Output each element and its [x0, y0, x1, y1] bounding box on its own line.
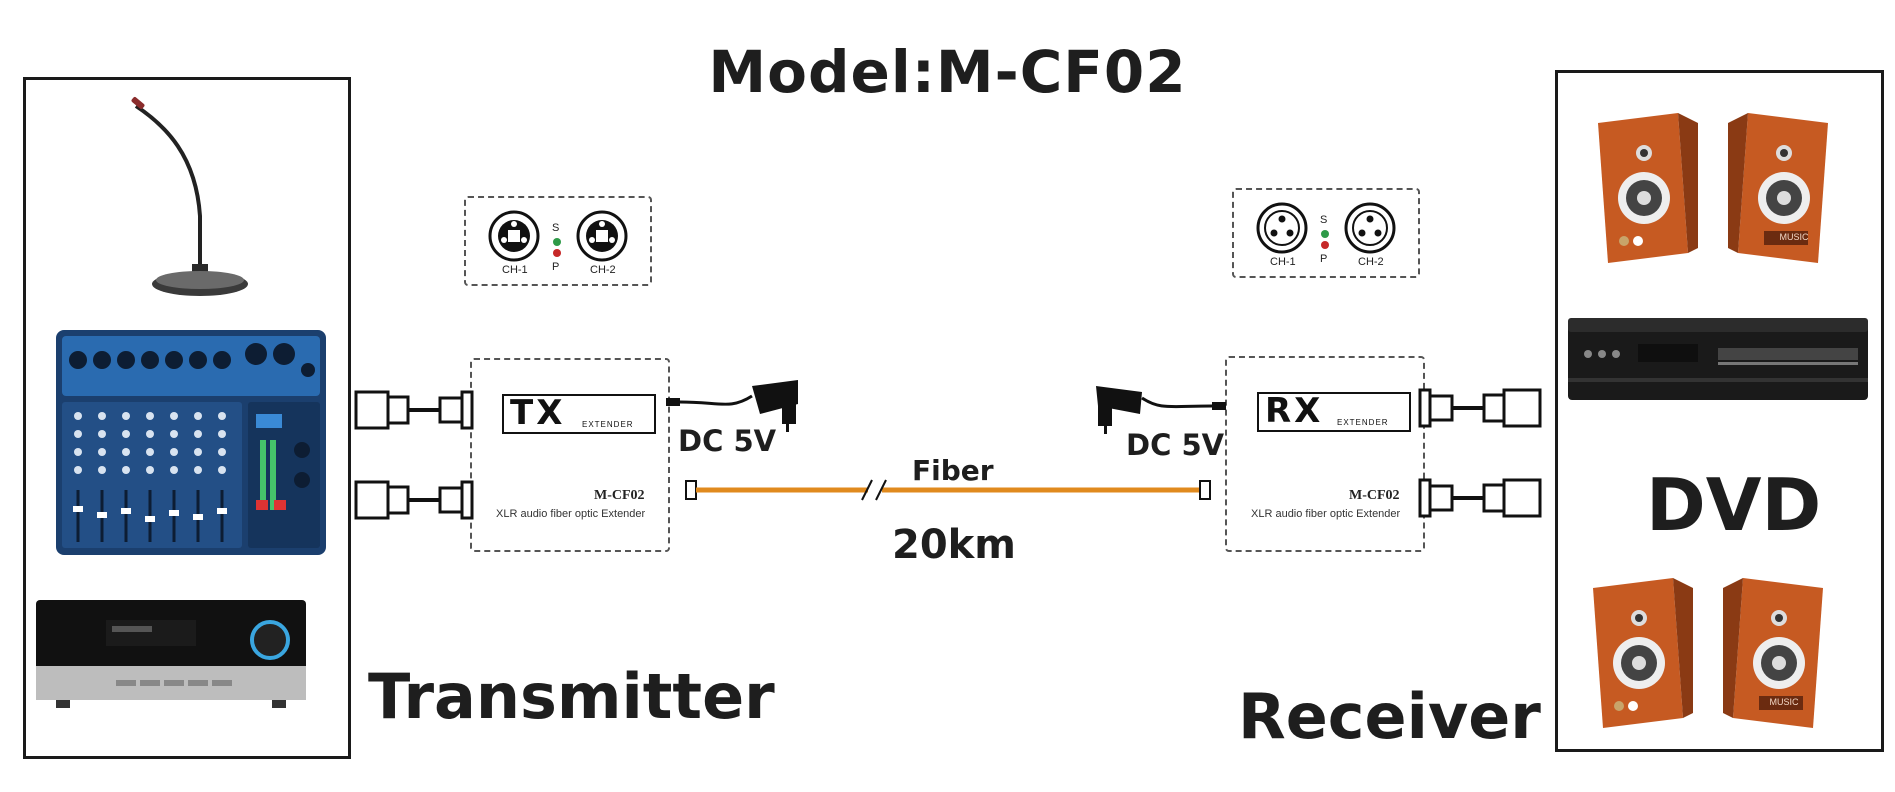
- tx-ch2-label: CH-2: [590, 264, 616, 276]
- tx-led-s-label: S: [552, 222, 560, 234]
- output-equipment-panel: MUSIC DVD MUSIC: [1555, 70, 1884, 752]
- rx-xlr-male-jack-2-icon: [1344, 202, 1396, 254]
- receiver-label: Receiver: [1238, 680, 1541, 753]
- tx-power-adapter-icon: [666, 380, 798, 432]
- rx-power-label: DC 5V: [1126, 428, 1225, 462]
- speaker-badge-top: MUSIC: [1779, 232, 1809, 242]
- rx-led-s-label: S: [1320, 214, 1328, 226]
- source-equipment-panel: [23, 77, 351, 759]
- rx-output-cable-2-icon: [1418, 478, 1542, 518]
- rx-xlr-male-jack-1-icon: [1256, 202, 1308, 254]
- dvd-player-icon: [1568, 318, 1868, 400]
- tx-power-label: DC 5V: [678, 424, 777, 458]
- tx-led-p-label: P: [552, 261, 560, 273]
- rx-description: XLR audio fiber optic Extender: [1251, 508, 1401, 520]
- tx-front-panel: S P CH-1 CH-2: [464, 196, 652, 286]
- fiber-label: Fiber: [912, 454, 994, 487]
- tx-model: M-CF02: [594, 488, 645, 503]
- tx-signal-led-icon: [553, 238, 561, 246]
- rx-output-cable-1-icon: [1418, 388, 1542, 428]
- audio-mixer-icon: [56, 330, 326, 555]
- transmitter-label: Transmitter: [368, 660, 775, 733]
- gooseneck-microphone-icon: [131, 97, 248, 296]
- speaker-pair-top-icon: [1598, 113, 1828, 263]
- dvd-label: DVD: [1646, 463, 1822, 547]
- rx-unit: RX EXTENDER M-CF02 XLR audio fiber optic…: [1225, 356, 1425, 552]
- tx-logo-text: TX: [510, 393, 566, 433]
- rx-logo: RX EXTENDER: [1257, 391, 1411, 432]
- rx-power-adapter-icon: [1096, 386, 1226, 434]
- rx-led-p-label: P: [1320, 253, 1328, 265]
- tx-input-cable-1-icon: [354, 390, 474, 430]
- rx-front-panel: S P CH-1 CH-2: [1232, 188, 1420, 278]
- tx-logo-sub: EXTENDER: [582, 420, 634, 429]
- tx-unit: TX EXTENDER M-CF02 XLR audio fiber optic…: [470, 358, 670, 552]
- speaker-badge-bottom: MUSIC: [1769, 697, 1799, 707]
- tx-xlr-combo-jack-2-icon: [576, 210, 628, 262]
- rx-power-led-icon: [1321, 241, 1329, 249]
- rx-logo-sub: EXTENDER: [1337, 418, 1389, 427]
- tx-description: XLR audio fiber optic Extender: [496, 508, 646, 520]
- tx-input-cable-2-icon: [354, 480, 474, 520]
- speaker-pair-bottom-icon: [1593, 578, 1823, 728]
- av-receiver-icon: [36, 600, 306, 708]
- rx-ch1-label: CH-1: [1270, 256, 1296, 268]
- rx-logo-text: RX: [1265, 391, 1324, 431]
- page-title: Model:M-CF02: [708, 38, 1187, 106]
- distance-label: 20km: [892, 522, 1016, 568]
- rx-signal-led-icon: [1321, 230, 1329, 238]
- rx-model: M-CF02: [1349, 488, 1400, 503]
- rx-ch2-label: CH-2: [1358, 256, 1384, 268]
- fiber-cable-icon: [685, 479, 1211, 501]
- tx-power-led-icon: [553, 249, 561, 257]
- tx-xlr-combo-jack-1-icon: [488, 210, 540, 262]
- tx-ch1-label: CH-1: [502, 264, 528, 276]
- tx-logo: TX EXTENDER: [502, 393, 656, 434]
